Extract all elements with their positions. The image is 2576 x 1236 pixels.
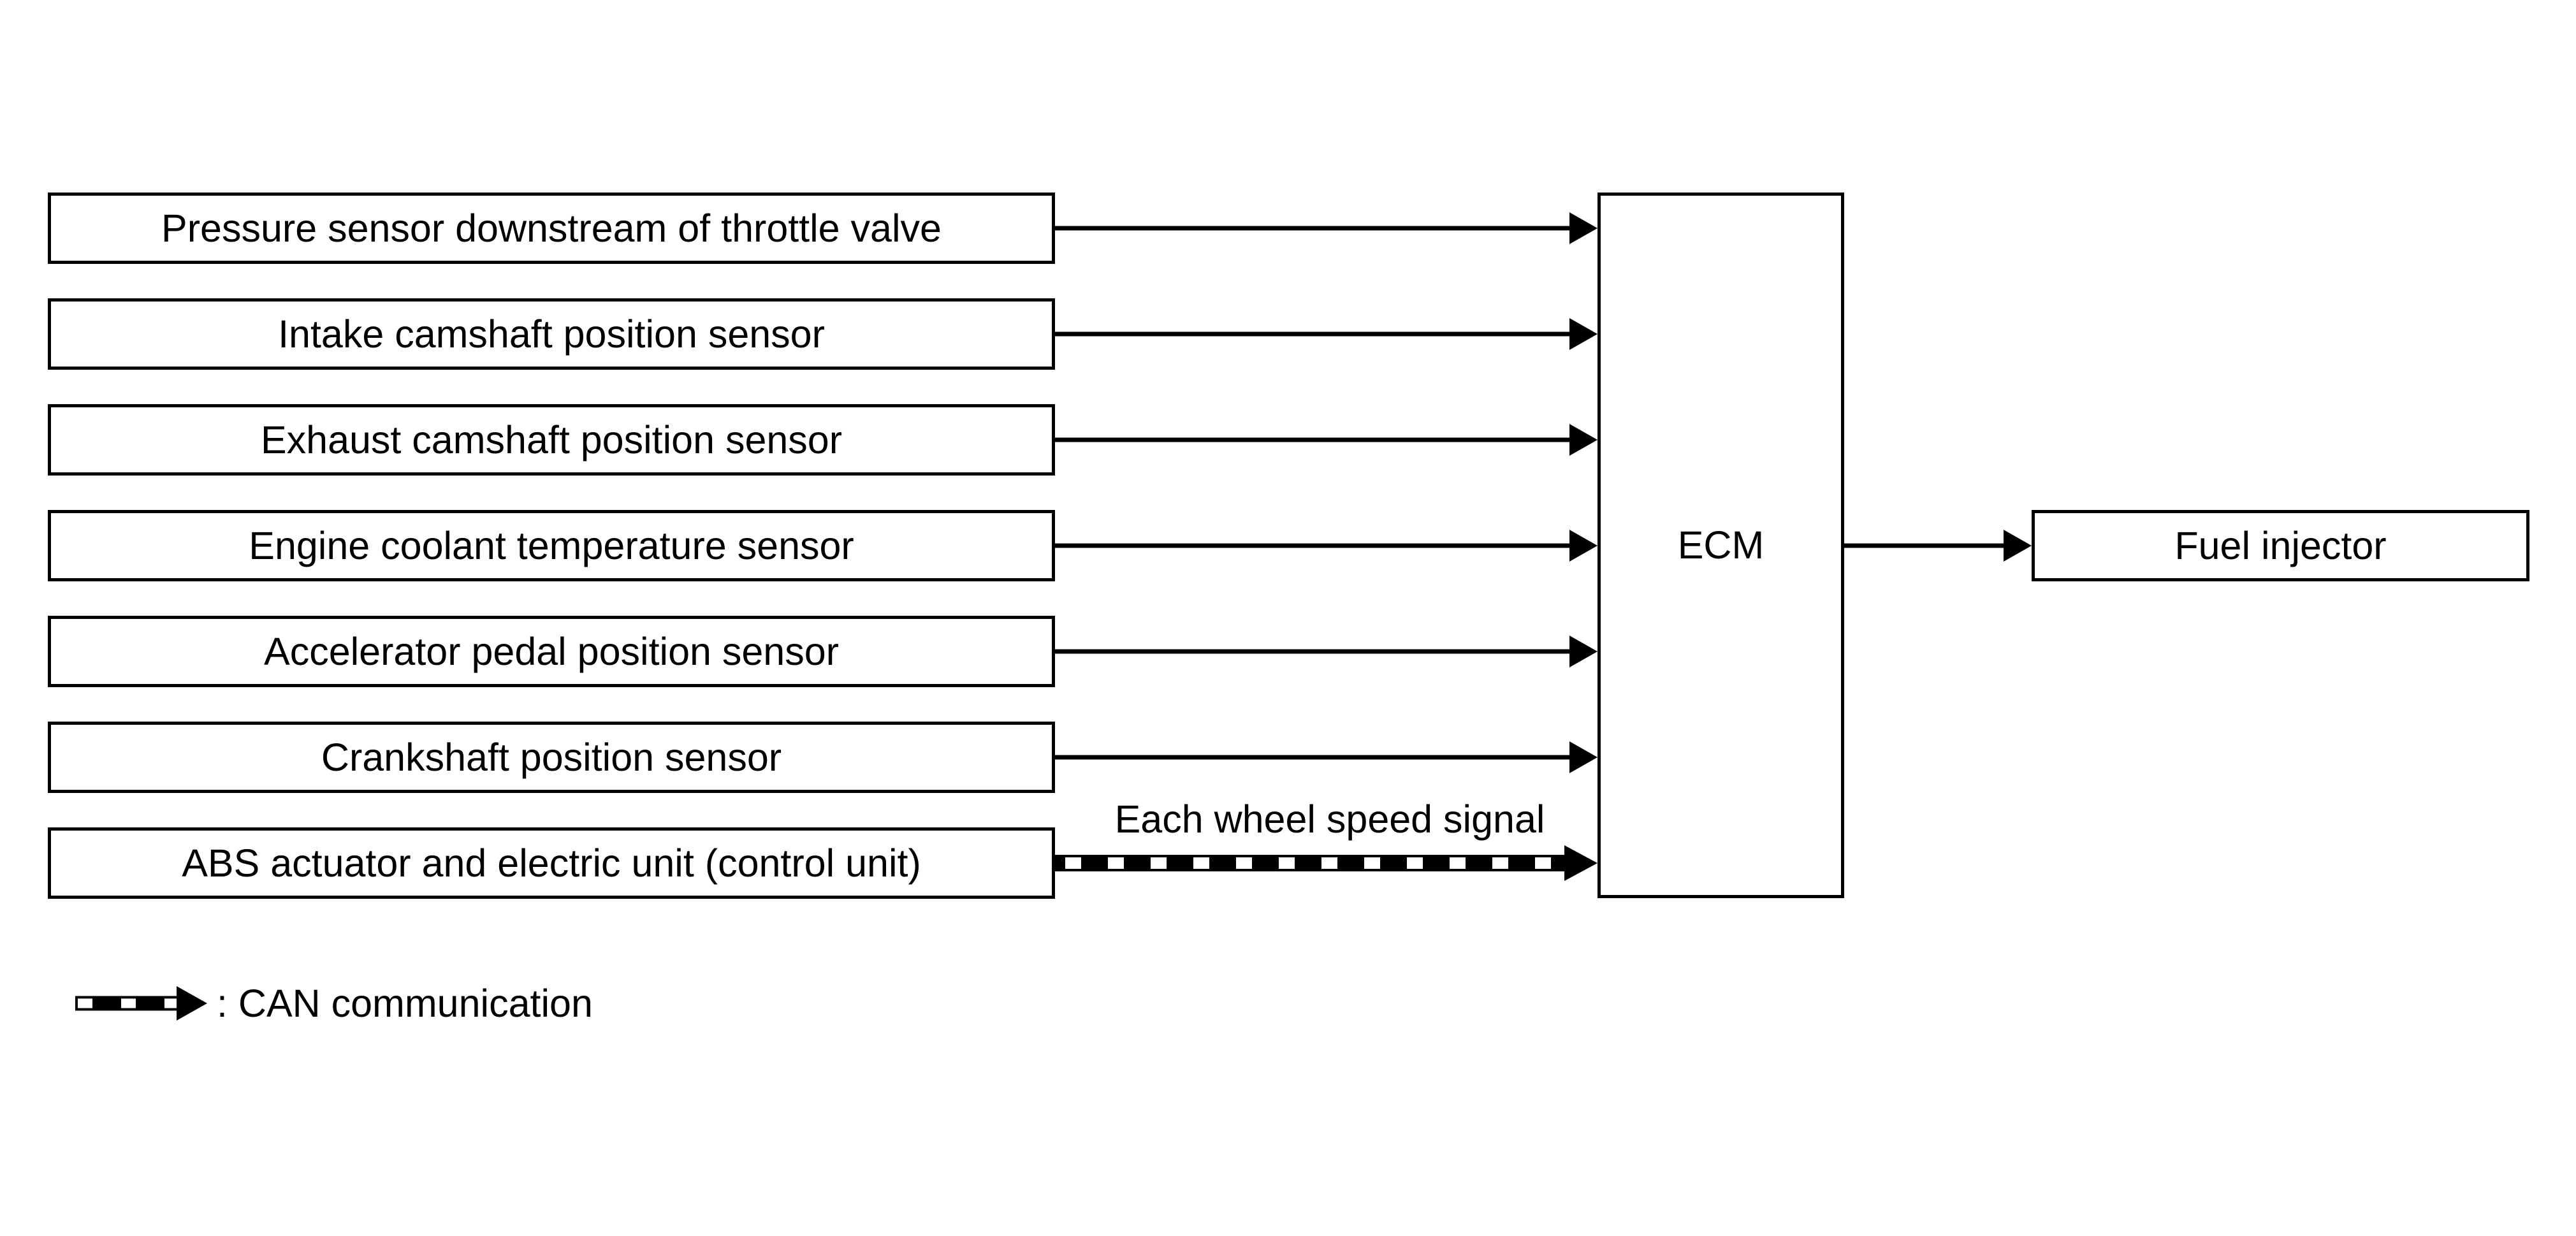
sensor-box-engine-coolant-temperature: Engine coolant temperature sensor (48, 510, 1055, 581)
sensor-box-intake-camshaft-position: Intake camshaft position sensor (48, 298, 1055, 370)
legend-can-communication-label: : CAN communication (217, 982, 593, 1025)
sensor-box-abs-actuator-electric-unit: ABS actuator and electric unit (control … (48, 827, 1055, 899)
legend-can-arrow-icon (75, 986, 207, 1021)
arrow-coolant-temp-to-ecm (1055, 530, 1597, 562)
fuel-injector-box: Fuel injector (2032, 510, 2529, 581)
sensor-box-label: Pressure sensor downstream of throttle v… (161, 206, 942, 250)
arrow-ecm-to-fuel-injector (1844, 530, 2032, 562)
sensor-box-label: Crankshaft position sensor (321, 735, 782, 779)
sensor-box-label: Exhaust camshaft position sensor (260, 418, 843, 462)
ecm-box: ECM (1597, 193, 1844, 898)
can-dashed-arrow-abs-to-ecm (1055, 845, 1597, 881)
wheel-speed-signal-label: Each wheel speed signal (1114, 797, 1545, 841)
arrow-intake-cam-to-ecm (1055, 318, 1597, 350)
arrow-crankshaft-to-ecm (1055, 741, 1597, 773)
sensor-box-label: Engine coolant temperature sensor (249, 523, 854, 567)
arrow-accel-pedal-to-ecm (1055, 636, 1597, 667)
sensor-box-pressure-downstream-throttle: Pressure sensor downstream of throttle v… (48, 193, 1055, 264)
arrow-pressure-sensor-to-ecm (1055, 212, 1597, 244)
sensor-box-exhaust-camshaft-position: Exhaust camshaft position sensor (48, 404, 1055, 476)
sensor-box-accelerator-pedal-position: Accelerator pedal position sensor (48, 616, 1055, 687)
sensor-box-crankshaft-position: Crankshaft position sensor (48, 722, 1055, 793)
sensor-box-label: Intake camshaft position sensor (278, 312, 825, 356)
fuel-injector-label: Fuel injector (2174, 523, 2387, 567)
ecm-label: ECM (1677, 523, 1765, 567)
arrow-exhaust-cam-to-ecm (1055, 424, 1597, 456)
sensor-box-label: Accelerator pedal position sensor (264, 629, 839, 673)
sensor-box-label: ABS actuator and electric unit (control … (182, 841, 921, 885)
